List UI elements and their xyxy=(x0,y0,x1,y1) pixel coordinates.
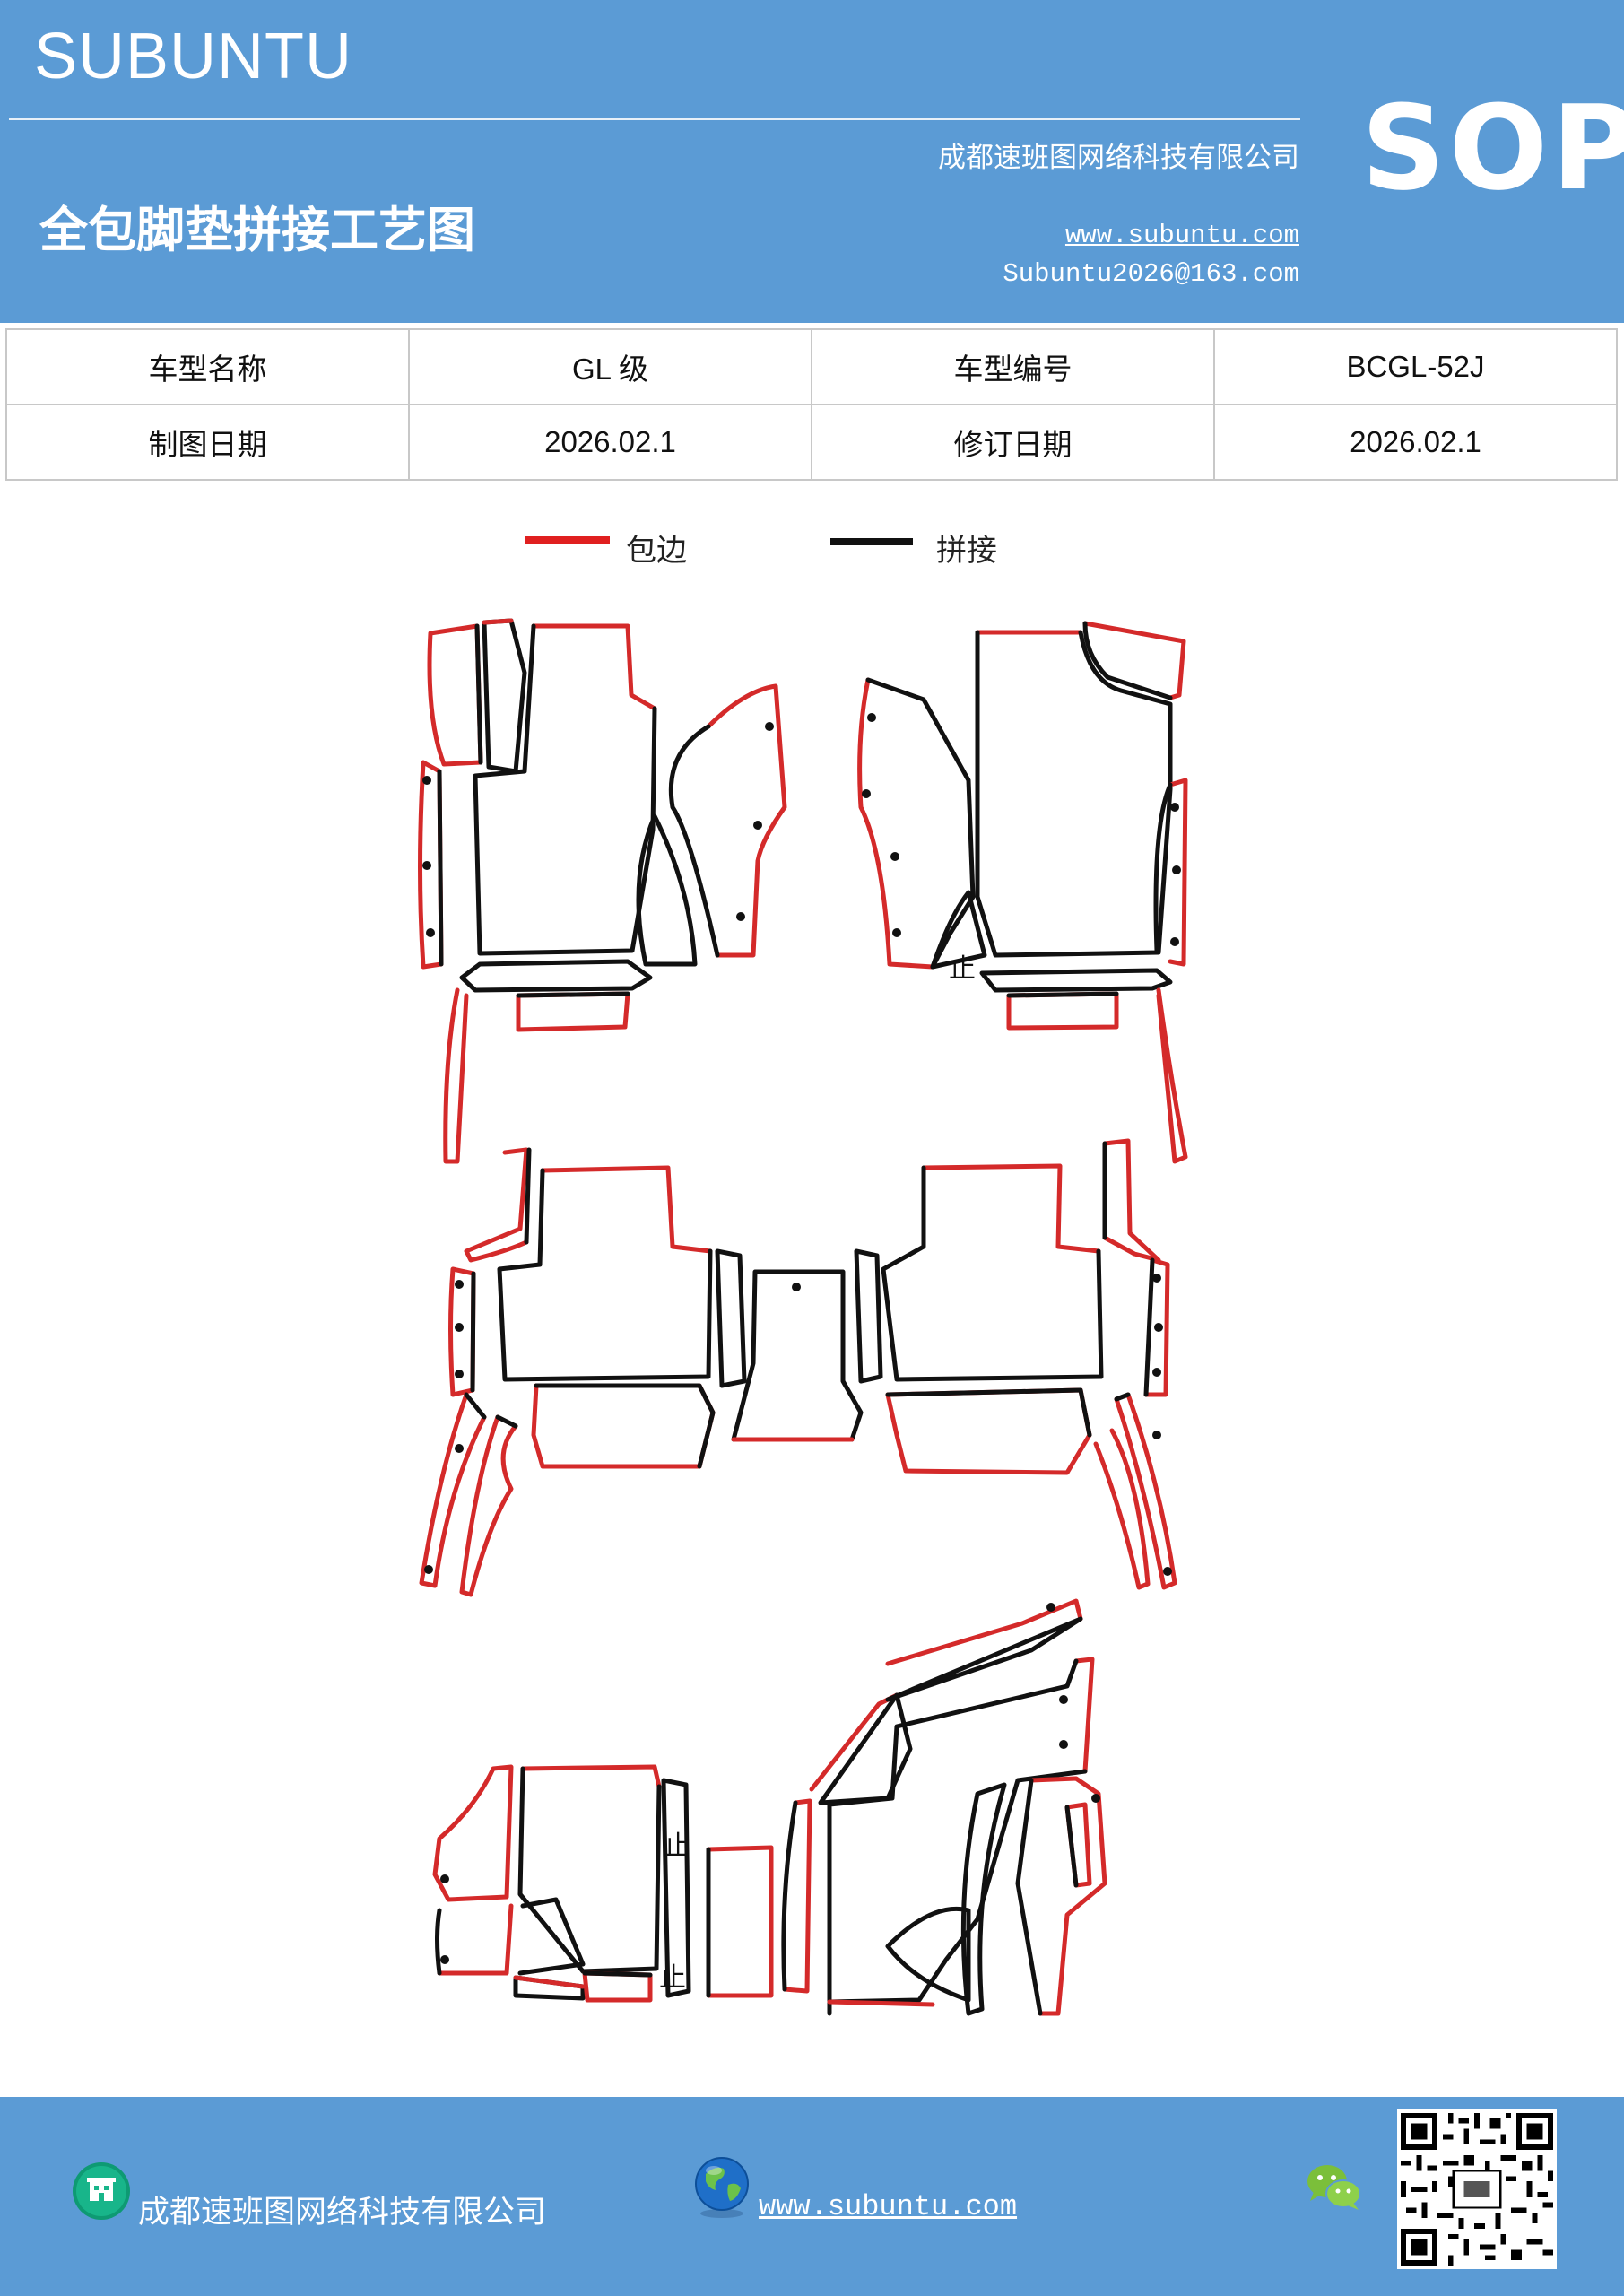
model-name-label: 车型名称 xyxy=(5,328,410,405)
stop-mark: 止 xyxy=(949,953,976,985)
front-left-mat-group xyxy=(418,618,787,1164)
stop-mark: 止 xyxy=(659,1962,686,1994)
building-icon xyxy=(73,2162,130,2220)
header-website-link[interactable]: www.subuntu.com xyxy=(1064,221,1299,250)
model-code-label: 车型编号 xyxy=(811,328,1215,405)
middle-row-mat-group xyxy=(419,1138,1177,1597)
rear-row-mat-group: 止 止 xyxy=(432,1598,1107,2016)
header-banner xyxy=(0,0,1624,323)
qr-code[interactable] xyxy=(1397,2109,1557,2269)
wechat-icon[interactable] xyxy=(1305,2161,1364,2215)
model-name-value: GL 级 xyxy=(408,328,812,405)
brand-name: SUBUNTU xyxy=(34,21,353,92)
footer-company: 成都速班图网络科技有限公司 xyxy=(138,2195,547,2231)
footer-website-link[interactable]: www.subuntu.com xyxy=(759,2190,1018,2223)
legend-joint-label: 拼接 xyxy=(936,533,997,569)
header-company: 成都速班图网络科技有限公司 xyxy=(938,142,1299,174)
stop-mark: 止 xyxy=(664,1831,690,1862)
draw-date-value: 2026.02.1 xyxy=(408,404,812,481)
legend-edge-swatch xyxy=(525,536,610,544)
table-row: 制图日期 2026.02.1 修订日期 2026.02.1 xyxy=(5,404,1618,481)
legend-joint-swatch xyxy=(830,538,913,545)
header-email[interactable]: Subuntu2026@163.com xyxy=(1003,259,1299,289)
vehicle-info-table: 车型名称 GL 级 车型编号 BCGL-52J 制图日期 2026.02.1 修… xyxy=(5,328,1618,481)
globe-icon xyxy=(695,2157,749,2218)
model-code-value: BCGL-52J xyxy=(1213,328,1618,405)
revision-date-value: 2026.02.1 xyxy=(1213,404,1618,481)
legend-edge-label: 包边 xyxy=(626,533,687,569)
front-right-mat-group: 止 xyxy=(857,621,1188,1164)
document-title: 全包脚垫拼接工艺图 xyxy=(39,201,475,258)
revision-date-label: 修订日期 xyxy=(811,404,1215,481)
sop-badge: SOP xyxy=(1361,80,1624,216)
table-row: 车型名称 GL 级 车型编号 BCGL-52J xyxy=(5,328,1618,405)
header-divider xyxy=(9,118,1300,120)
draw-date-label: 制图日期 xyxy=(5,404,410,481)
